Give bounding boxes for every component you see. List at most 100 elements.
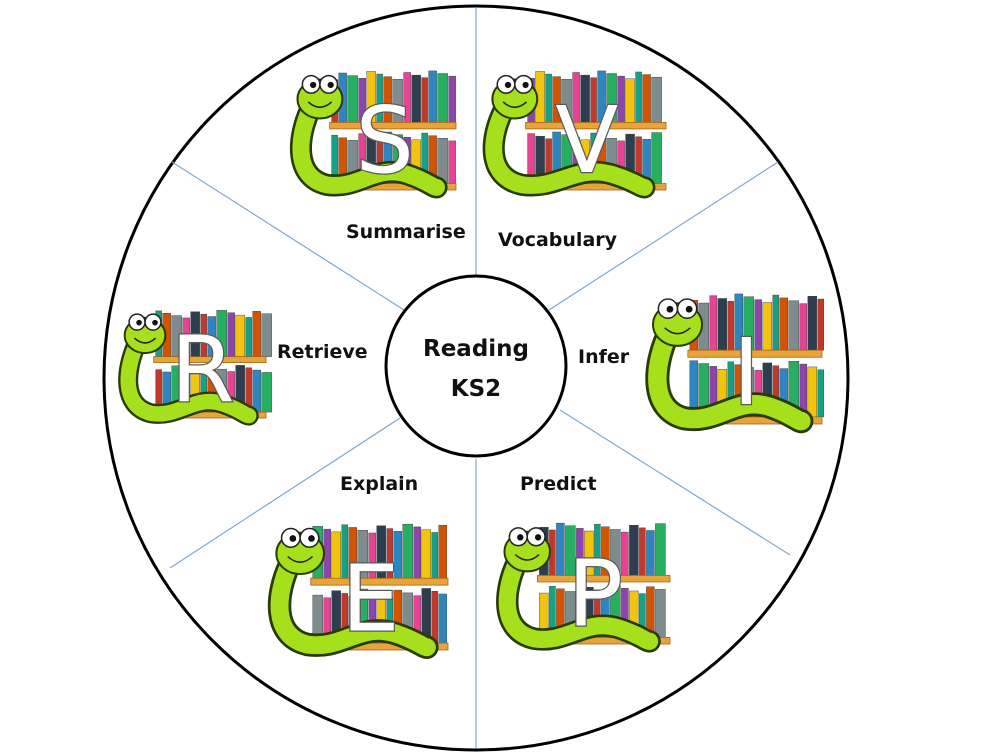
book bbox=[807, 296, 818, 351]
worm-body bbox=[270, 555, 436, 657]
bookworm-icon-p: P bbox=[496, 522, 671, 653]
worm-smile bbox=[307, 101, 333, 109]
book bbox=[252, 369, 261, 413]
worm-body bbox=[648, 326, 811, 431]
book bbox=[413, 526, 421, 579]
book bbox=[261, 313, 272, 357]
segment-letter: I bbox=[733, 319, 760, 426]
book bbox=[245, 317, 252, 357]
bookworm-icon-v: V bbox=[482, 70, 667, 199]
divider-lower-right bbox=[559, 409, 791, 556]
label-retrieve: Retrieve bbox=[277, 341, 368, 363]
book bbox=[779, 297, 789, 351]
book bbox=[817, 298, 825, 351]
worm-pupil bbox=[310, 81, 317, 89]
worm-pupil bbox=[685, 305, 693, 313]
label-predict: Predict bbox=[520, 473, 597, 495]
shelf-plank bbox=[537, 574, 671, 583]
segment-letter: R bbox=[171, 316, 235, 423]
worm-smile bbox=[133, 337, 157, 344]
worm-body bbox=[120, 337, 257, 424]
worm-pupil bbox=[534, 534, 542, 541]
book bbox=[655, 589, 666, 638]
book bbox=[817, 369, 825, 418]
worm-pupil bbox=[289, 535, 297, 542]
worm-pupil bbox=[504, 81, 512, 89]
shelf-plank bbox=[310, 577, 449, 586]
segment-letter: S bbox=[356, 87, 414, 194]
bookshelf-icon bbox=[329, 70, 457, 191]
book bbox=[762, 302, 773, 351]
book bbox=[617, 75, 625, 123]
label-summarise: Summarise bbox=[346, 221, 466, 243]
bookworm-icon-r: R bbox=[118, 310, 272, 426]
book bbox=[437, 73, 448, 123]
book bbox=[639, 527, 646, 576]
worm-smile bbox=[514, 554, 540, 561]
book bbox=[448, 75, 456, 123]
worm-smile bbox=[664, 327, 691, 335]
label-infer: Infer bbox=[578, 346, 630, 368]
book bbox=[431, 532, 438, 579]
bookshelf-icon bbox=[687, 293, 825, 425]
worm-pupil bbox=[522, 81, 529, 89]
segment-letter: P bbox=[567, 541, 622, 648]
book bbox=[556, 522, 565, 576]
book bbox=[629, 525, 639, 576]
center-title: Reading bbox=[423, 336, 529, 362]
worm-body bbox=[485, 100, 653, 196]
worm-body bbox=[498, 553, 659, 650]
shelf-plank bbox=[329, 122, 457, 130]
book bbox=[438, 525, 447, 579]
worm-pupil bbox=[327, 81, 334, 89]
worm-smile bbox=[287, 555, 314, 563]
book bbox=[448, 140, 456, 184]
book bbox=[709, 295, 718, 351]
center-subtitle: KS2 bbox=[451, 376, 501, 402]
book bbox=[788, 300, 800, 351]
book bbox=[428, 70, 437, 123]
divider-upper-left bbox=[171, 161, 405, 311]
worm-body bbox=[292, 100, 446, 196]
book bbox=[717, 298, 728, 351]
book bbox=[646, 530, 655, 576]
book bbox=[545, 73, 552, 123]
book bbox=[807, 366, 818, 418]
worm-smile bbox=[502, 101, 528, 109]
worm-pupil bbox=[517, 534, 524, 541]
divider-lower-left bbox=[169, 417, 401, 569]
book bbox=[421, 529, 431, 579]
book bbox=[651, 132, 662, 184]
divider-upper-right bbox=[548, 161, 779, 311]
worm-pupil bbox=[666, 305, 674, 313]
book bbox=[642, 74, 651, 123]
bookworm-icon-e: E bbox=[267, 523, 449, 659]
label-explain: Explain bbox=[340, 473, 418, 495]
label-vocabulary: Vocabulary bbox=[498, 229, 618, 251]
bookshelf-icon bbox=[537, 522, 671, 645]
bookshelf-icon bbox=[525, 70, 667, 191]
segment-dividers bbox=[169, 8, 791, 748]
book bbox=[625, 78, 635, 123]
book bbox=[799, 303, 808, 351]
shelf-plank bbox=[525, 122, 667, 130]
book bbox=[772, 294, 780, 351]
book bbox=[438, 593, 447, 644]
worm-pupil bbox=[308, 535, 315, 542]
center-circle bbox=[384, 274, 568, 458]
book bbox=[651, 76, 662, 123]
book bbox=[655, 523, 666, 576]
book bbox=[252, 311, 261, 357]
book bbox=[235, 314, 245, 357]
segment-letter: V bbox=[555, 87, 618, 194]
book bbox=[635, 71, 642, 123]
segment-letter: E bbox=[341, 546, 399, 653]
worm-pupil bbox=[136, 319, 142, 326]
shelf-plank bbox=[687, 349, 823, 358]
book bbox=[431, 591, 438, 644]
worm-pupil bbox=[152, 319, 158, 326]
shelf-plank bbox=[153, 356, 267, 363]
book bbox=[331, 531, 341, 579]
